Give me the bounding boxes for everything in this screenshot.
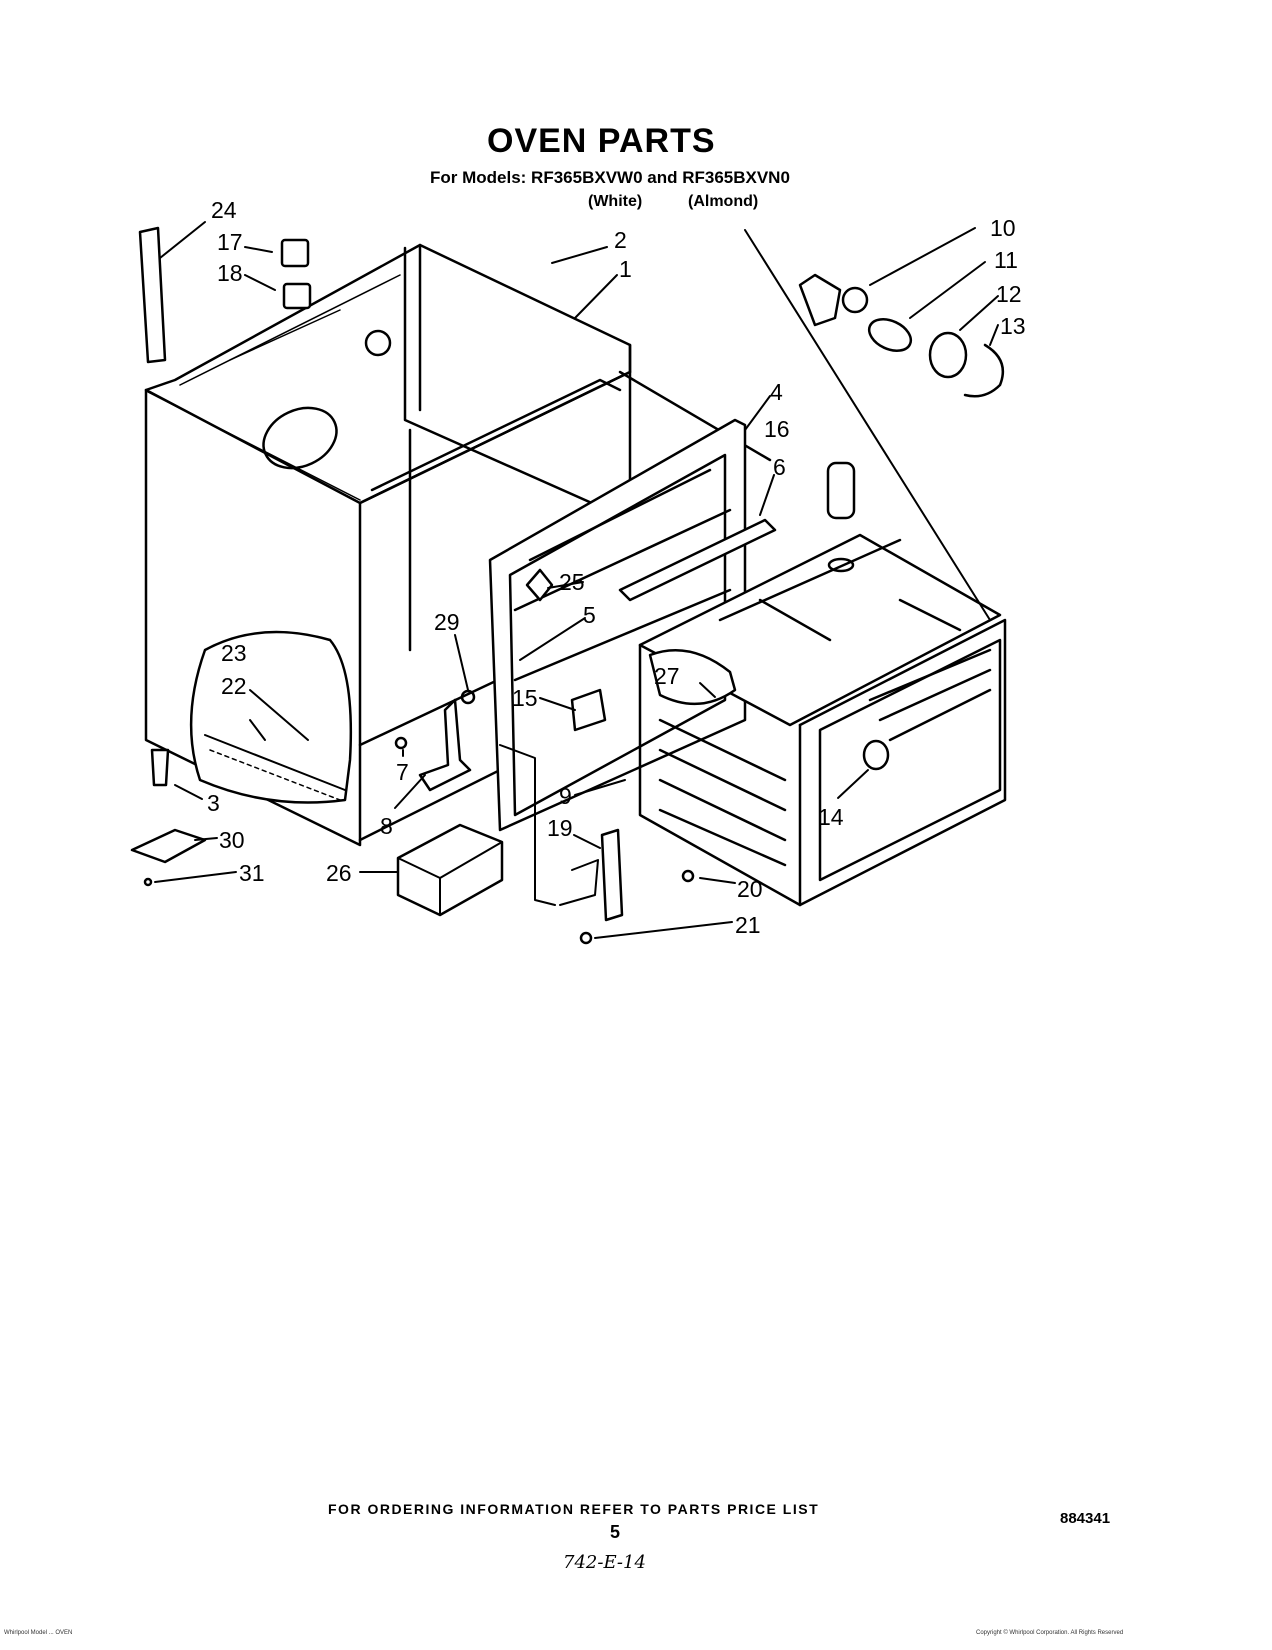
gas-line [499, 744, 556, 906]
bake-element [618, 518, 777, 602]
bracket-15 [570, 688, 607, 732]
callout-13: 13 [1000, 313, 1026, 339]
switch-17 [280, 238, 310, 268]
model-color-white: (White) [588, 193, 643, 210]
callout-9: 9 [559, 783, 572, 809]
handwritten-note: 742-E-14 [563, 1552, 646, 1573]
oven-cabinet [144, 243, 772, 847]
latch-27 [648, 648, 737, 706]
callout-8: 8 [380, 813, 393, 839]
door-frame [488, 418, 747, 832]
oven-lamp-assembly [744, 229, 1005, 621]
model-color-almond: (Almond) [688, 193, 759, 210]
callout-27: 27 [654, 663, 680, 689]
callout-4: 4 [770, 379, 783, 405]
callout-6: 6 [773, 454, 786, 480]
document-number: 884341 [1060, 1510, 1111, 1527]
callout-1: 1 [619, 256, 632, 282]
callout-20: 20 [737, 876, 763, 902]
page-title: OVEN PARTS [487, 122, 716, 160]
callout-30: 30 [219, 827, 245, 853]
grommet-29 [460, 689, 476, 705]
callout-15: 15 [512, 685, 538, 711]
callout-labels: 1 2 3 4 5 6 7 8 9 10 11 12 13 14 15 16 1… [207, 197, 1026, 938]
left-fine-print: Whirlpool Model ... OVEN [4, 1630, 73, 1636]
callout-18: 18 [217, 260, 243, 286]
screw-20 [681, 869, 695, 883]
models-subtitle: For Models: RF365BXVW0 and RF365BXVN0 [430, 168, 790, 187]
page-number: 5 [610, 1522, 621, 1542]
callout-16: 16 [764, 416, 790, 442]
ignitor-25 [525, 568, 554, 602]
screw-31 [143, 877, 153, 887]
leveling-leg [150, 748, 170, 787]
gas-valve [418, 698, 472, 792]
callout-12: 12 [996, 281, 1022, 307]
screw-21 [579, 931, 593, 945]
callout-17: 17 [217, 229, 243, 255]
callout-10: 10 [990, 215, 1016, 241]
right-fine-print: Copyright © Whirlpool Corporation. All R… [976, 1630, 1124, 1636]
callout-2: 2 [614, 227, 627, 253]
switch-18 [282, 282, 312, 310]
callout-19: 19 [547, 815, 573, 841]
anti-tip-bracket [130, 828, 207, 864]
bracket-24 [138, 226, 167, 364]
grommet-7 [394, 736, 408, 750]
leader-lines [154, 221, 999, 939]
callout-26: 26 [326, 860, 352, 886]
callout-3: 3 [207, 790, 220, 816]
callout-25: 25 [559, 569, 585, 595]
callout-31: 31 [239, 860, 265, 886]
callout-5: 5 [583, 602, 596, 628]
callout-21: 21 [735, 912, 761, 938]
callout-23: 23 [221, 640, 247, 666]
callout-14: 14 [818, 804, 844, 830]
ordering-information-note: FOR ORDERING INFORMATION REFER TO PARTS … [328, 1501, 820, 1517]
transformer-box [396, 823, 504, 917]
callout-29: 29 [434, 609, 460, 635]
callout-11: 11 [994, 247, 1018, 273]
thermostat-bulb [826, 461, 856, 573]
callout-24: 24 [211, 197, 237, 223]
hinge-19 [600, 828, 624, 922]
callout-7: 7 [396, 759, 409, 785]
callout-22: 22 [221, 673, 247, 699]
